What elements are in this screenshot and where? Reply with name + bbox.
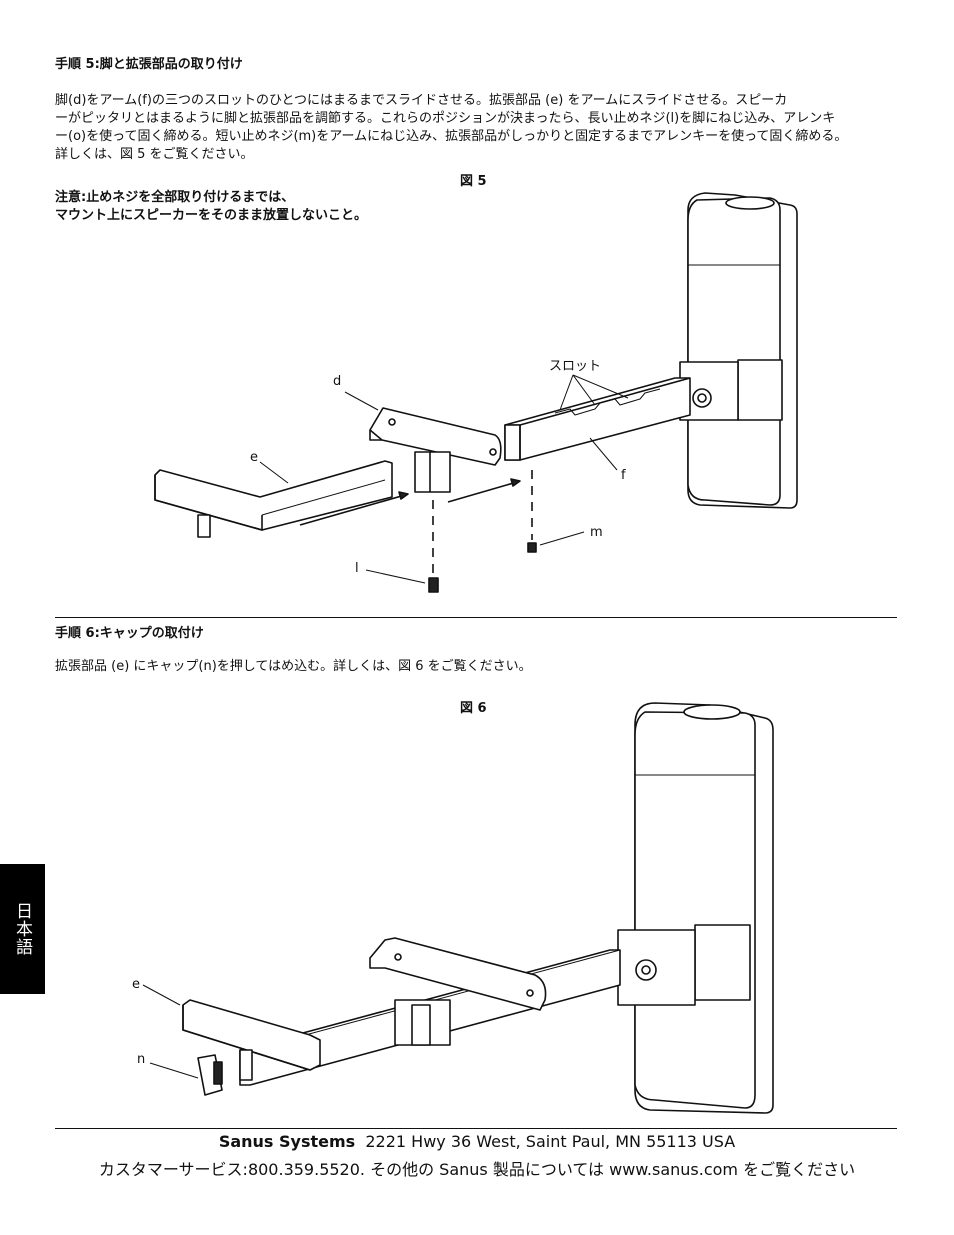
step5-line: ーがピッタリとはまるように脚と拡張部品を調節する。これらのポジションが決まったら… — [55, 111, 836, 126]
company-address: 2221 Hwy 36 West, Saint Paul, MN 55113 U… — [365, 1132, 736, 1151]
step5-instructions: 脚(d)をアーム(f)の三つのスロットのひとつにはまるまでスライドさせる。拡張部… — [55, 92, 897, 164]
customer-service-line: カスタマーサービス:800.359.5520. その他の Sanus 製品につい… — [98, 1160, 856, 1179]
step5-line: 脚(d)をアーム(f)の三つのスロットのひとつにはまるまでスライドさせる。拡張部… — [55, 93, 788, 108]
wall-bracket-drawing — [679, 359, 783, 421]
warning-line: 注意:止めネジを全部取り付けるまでは、 — [55, 190, 295, 205]
callout-slot: スロット — [549, 359, 602, 374]
figure6-label: 図 6 — [460, 701, 487, 716]
footer-address-line: Sanus Systems 2221 Hwy 36 West, Saint Pa… — [0, 1132, 954, 1151]
callout-l: l — [355, 561, 359, 576]
wall-bracket-drawing — [617, 924, 751, 1006]
step5-heading: 手順 5:脚と拡張部品の取り付け — [55, 57, 243, 72]
step5-line: ー(o)を使って固く締める。短い止めネジ(m)をアームにねじ込み、拡張部品がしっ… — [55, 129, 848, 144]
callout-f: f — [621, 468, 626, 483]
figure5-illustration — [154, 192, 798, 593]
arm-assembly-drawing — [182, 937, 621, 1096]
arm-f-drawing — [504, 377, 691, 461]
short-set-screw-m — [527, 542, 537, 553]
callout-e: e — [132, 977, 140, 992]
speaker-drawing — [634, 702, 774, 1114]
callout-m: m — [590, 525, 603, 540]
warning-note: 注意:止めネジを全部取り付けるまでは、 マウント上にスピーカーをそのまま放置しな… — [55, 189, 367, 225]
warning-line: マウント上にスピーカーをそのまま放置しないこと。 — [55, 208, 368, 223]
language-side-tab: 日本語 — [0, 864, 45, 994]
figure5-label: 図 5 — [460, 174, 487, 189]
foot-d-drawing — [369, 407, 502, 493]
figure6-illustration — [142, 702, 774, 1114]
callout-leaders — [259, 374, 629, 584]
insertion-arrows — [299, 478, 521, 526]
extension-e-drawing — [154, 460, 393, 538]
callout-n: n — [137, 1052, 146, 1067]
step6-instructions: 拡張部品 (e) にキャップ(n)を押してはめ込む。詳しくは、図 6 をご覧くだ… — [55, 659, 532, 674]
callout-d: d — [333, 374, 342, 389]
callout-e: e — [250, 450, 258, 465]
language-label: 日本語 — [12, 902, 32, 956]
callout-leaders — [142, 984, 199, 1079]
footer-divider — [55, 1128, 897, 1129]
step6-heading: 手順 6:キャップの取付け — [55, 626, 204, 641]
section-divider — [55, 617, 897, 618]
step5-line: 詳しくは、図 5 をご覧ください。 — [55, 147, 254, 162]
speaker-drawing — [687, 192, 798, 509]
company-name: Sanus Systems — [218, 1132, 356, 1151]
long-set-screw-l — [428, 577, 439, 593]
